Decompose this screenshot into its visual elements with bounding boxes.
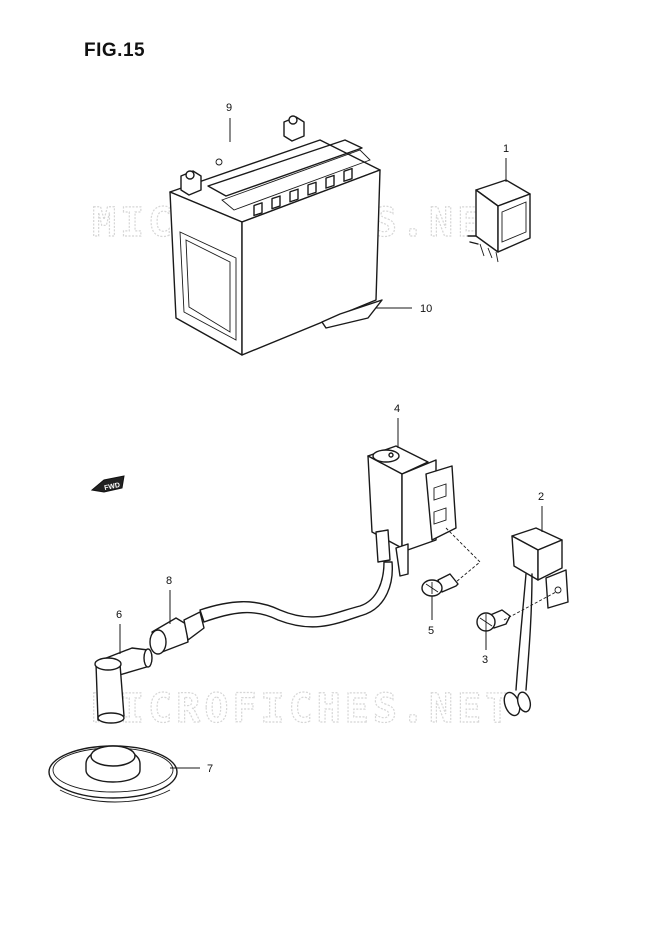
watermark-bottom: MICROFICHES.NET <box>92 686 513 732</box>
callout-2: 2 <box>538 491 544 503</box>
callout-10: 10 <box>420 303 432 315</box>
spark-plug-cap[interactable] <box>94 647 153 724</box>
regulator[interactable] <box>501 527 569 718</box>
callout-5: 5 <box>428 625 434 637</box>
fwd-arrow-icon: FWD <box>90 475 125 493</box>
callout-9: 9 <box>226 102 232 114</box>
screw[interactable] <box>476 609 511 632</box>
callout-3: 3 <box>482 654 488 666</box>
callout-7: 7 <box>207 763 213 775</box>
callout-8: 8 <box>166 575 172 587</box>
cap-seal[interactable] <box>149 611 205 655</box>
fwd-label: FWD <box>104 482 121 492</box>
high-tension-lead <box>199 561 393 628</box>
grommet[interactable] <box>48 745 178 803</box>
battery-pad[interactable] <box>321 299 383 329</box>
callout-6: 6 <box>116 609 122 621</box>
relay[interactable] <box>467 179 531 263</box>
assembly-line <box>445 527 481 583</box>
callout-1: 1 <box>503 143 509 155</box>
figure-title: FIG.15 <box>84 40 146 61</box>
battery[interactable] <box>169 115 381 356</box>
callout-4: 4 <box>394 403 400 415</box>
bolt[interactable] <box>421 573 459 597</box>
ignition-coil[interactable] <box>367 445 457 577</box>
